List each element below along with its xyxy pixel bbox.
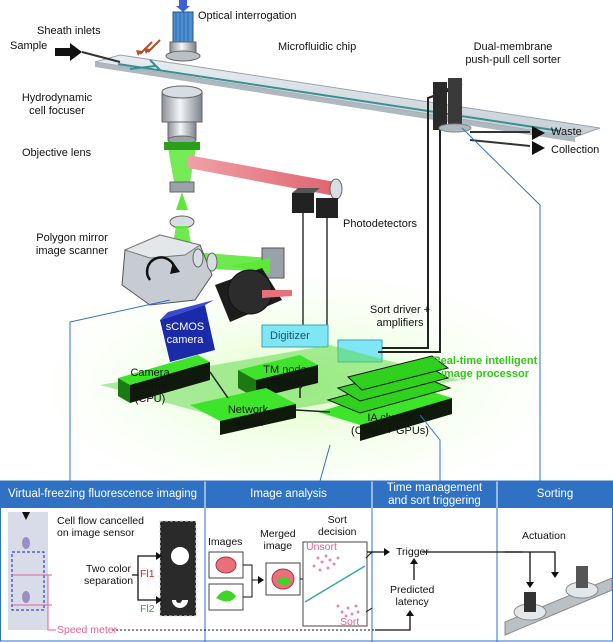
predicted-line2: latency bbox=[395, 596, 429, 608]
waste-arrow-icon bbox=[532, 126, 545, 140]
cell-flow-label: Cell flow cancelled on image sensor bbox=[57, 515, 144, 539]
tm-node-label: TM node (FPGA) bbox=[255, 364, 315, 390]
time-mgmt-line2: and sort triggering bbox=[388, 494, 481, 507]
camera-ctrl-line3: (CPU) bbox=[134, 393, 166, 405]
two-color-label: Two color separation bbox=[84, 563, 133, 587]
scmos-camera bbox=[160, 268, 282, 362]
microfluidic-chip-label: Microfluidic chip bbox=[278, 41, 357, 53]
camera-control-label: Camera control (CPU) bbox=[118, 367, 182, 406]
objective-lens bbox=[161, 85, 203, 145]
sort-driver-label: Sort driver + amplifiers bbox=[352, 304, 448, 330]
digitizer-box bbox=[261, 324, 329, 348]
polygon-line1: Polygon mirror bbox=[36, 232, 108, 244]
merged-image-label: Merged image bbox=[260, 528, 296, 552]
processor-board bbox=[100, 345, 460, 441]
hydro-line2: cell focuser bbox=[29, 105, 85, 117]
sort-decision-line1: Sort bbox=[327, 514, 347, 526]
fiber-bundle bbox=[165, 0, 201, 62]
fl2-label: Fl2 bbox=[140, 603, 155, 615]
cell-flow-line2: on image sensor bbox=[57, 527, 135, 539]
unsort-label: Unsort bbox=[306, 541, 337, 553]
hydrodynamic-focuser-label: Hydrodynamic cell focuser bbox=[12, 92, 102, 118]
scmos-camera-label: sCMOS camera bbox=[160, 321, 210, 347]
trigger-label: Trigger bbox=[396, 546, 429, 558]
predicted-latency-label: Predicted latency bbox=[390, 584, 434, 608]
panel-header-analysis: Image analysis bbox=[206, 481, 371, 508]
merged-line2: image bbox=[263, 540, 293, 552]
sample-arrow-icon bbox=[55, 43, 82, 61]
scmos-line2: camera bbox=[166, 334, 204, 346]
sheath-inlet-arrows-icon bbox=[136, 39, 161, 56]
collection-label: Collection bbox=[551, 144, 600, 156]
merged-line1: Merged bbox=[260, 528, 296, 540]
sample-label: Sample bbox=[10, 40, 48, 52]
dual-membrane-line2: push-pull cell sorter bbox=[465, 54, 561, 66]
dual-membrane-label: Dual-membrane push-pull cell sorter bbox=[448, 41, 578, 67]
collection-arrow-icon bbox=[532, 141, 545, 155]
realtime-line1: Real-time intelligent bbox=[432, 355, 538, 367]
objective-lens-label: Objective lens bbox=[22, 147, 92, 159]
cell-flow-line1: Cell flow cancelled bbox=[57, 515, 144, 527]
two-color-line1: Two color bbox=[86, 563, 131, 575]
polygon-mirror bbox=[121, 234, 213, 306]
color-split-arrows bbox=[132, 555, 156, 601]
push-pull-sorter bbox=[433, 78, 472, 133]
sorter-illustration bbox=[504, 551, 613, 636]
realtime-processor-label: Real-time intelligent image processor bbox=[420, 355, 550, 381]
polygon-mirror-label: Polygon mirror image scanner bbox=[12, 232, 132, 258]
image-analysis-graphics bbox=[208, 541, 373, 627]
sheath-inlets-label: Sheath inlets bbox=[37, 25, 101, 37]
two-color-line2: separation bbox=[84, 575, 134, 587]
actuation-label: Actuation bbox=[522, 530, 566, 542]
hydro-line1: Hydrodynamic bbox=[21, 92, 93, 104]
predicted-line1: Predicted bbox=[390, 584, 435, 596]
scmos-line1: sCMOS bbox=[165, 321, 205, 333]
sort-decision-label: Sort decision bbox=[318, 514, 357, 538]
sort-label: Sort bbox=[340, 616, 360, 628]
realtime-line2: image processor bbox=[440, 368, 530, 380]
sort-decision-line2: decision bbox=[318, 526, 357, 538]
fl1-label: Fl1 bbox=[140, 568, 155, 580]
polygon-line2: image scanner bbox=[35, 245, 109, 257]
ia-cluster-label: IA cluster (CPUs + GPUs) bbox=[345, 412, 435, 438]
network-line2: switch bbox=[232, 417, 264, 429]
panel-header-imaging: Virtual-freezing fluorescence imaging bbox=[1, 481, 204, 508]
speed-meter-label: Speed meter bbox=[57, 624, 118, 636]
camera-ctrl-line1: Camera bbox=[130, 367, 170, 379]
sort-driver-line2: amplifiers bbox=[376, 317, 424, 329]
ia-cluster-line1: IA cluster bbox=[367, 412, 413, 424]
panel-header-sorting: Sorting bbox=[498, 481, 612, 508]
sort-driver-line1: Sort driver + bbox=[369, 304, 431, 316]
red-beam-path bbox=[188, 155, 343, 200]
time-mgmt-line1: Time management bbox=[386, 481, 483, 494]
network-switch-label: Network switch bbox=[218, 404, 278, 430]
dual-membrane-line1: Dual-membrane bbox=[473, 41, 553, 53]
photodetectors-label: Photodetectors bbox=[343, 218, 417, 230]
network-line1: Network bbox=[227, 404, 269, 416]
optical-interrogation-label: Optical interrogation bbox=[198, 10, 297, 22]
flow-channel-image bbox=[8, 512, 48, 630]
digitizer-label: Digitizer bbox=[270, 330, 310, 342]
panel-connectors bbox=[69, 127, 541, 482]
fluorescence-strip bbox=[159, 520, 197, 617]
waste-label: Waste bbox=[551, 126, 582, 138]
ia-cluster-line2: (CPUs + GPUs) bbox=[351, 425, 429, 437]
tm-node-line2: (FPGA) bbox=[266, 377, 304, 389]
tm-node-line1: TM node bbox=[263, 364, 307, 376]
photodetectors bbox=[292, 188, 338, 330]
images-label: Images bbox=[208, 536, 243, 548]
camera-ctrl-line2: control bbox=[133, 380, 167, 392]
